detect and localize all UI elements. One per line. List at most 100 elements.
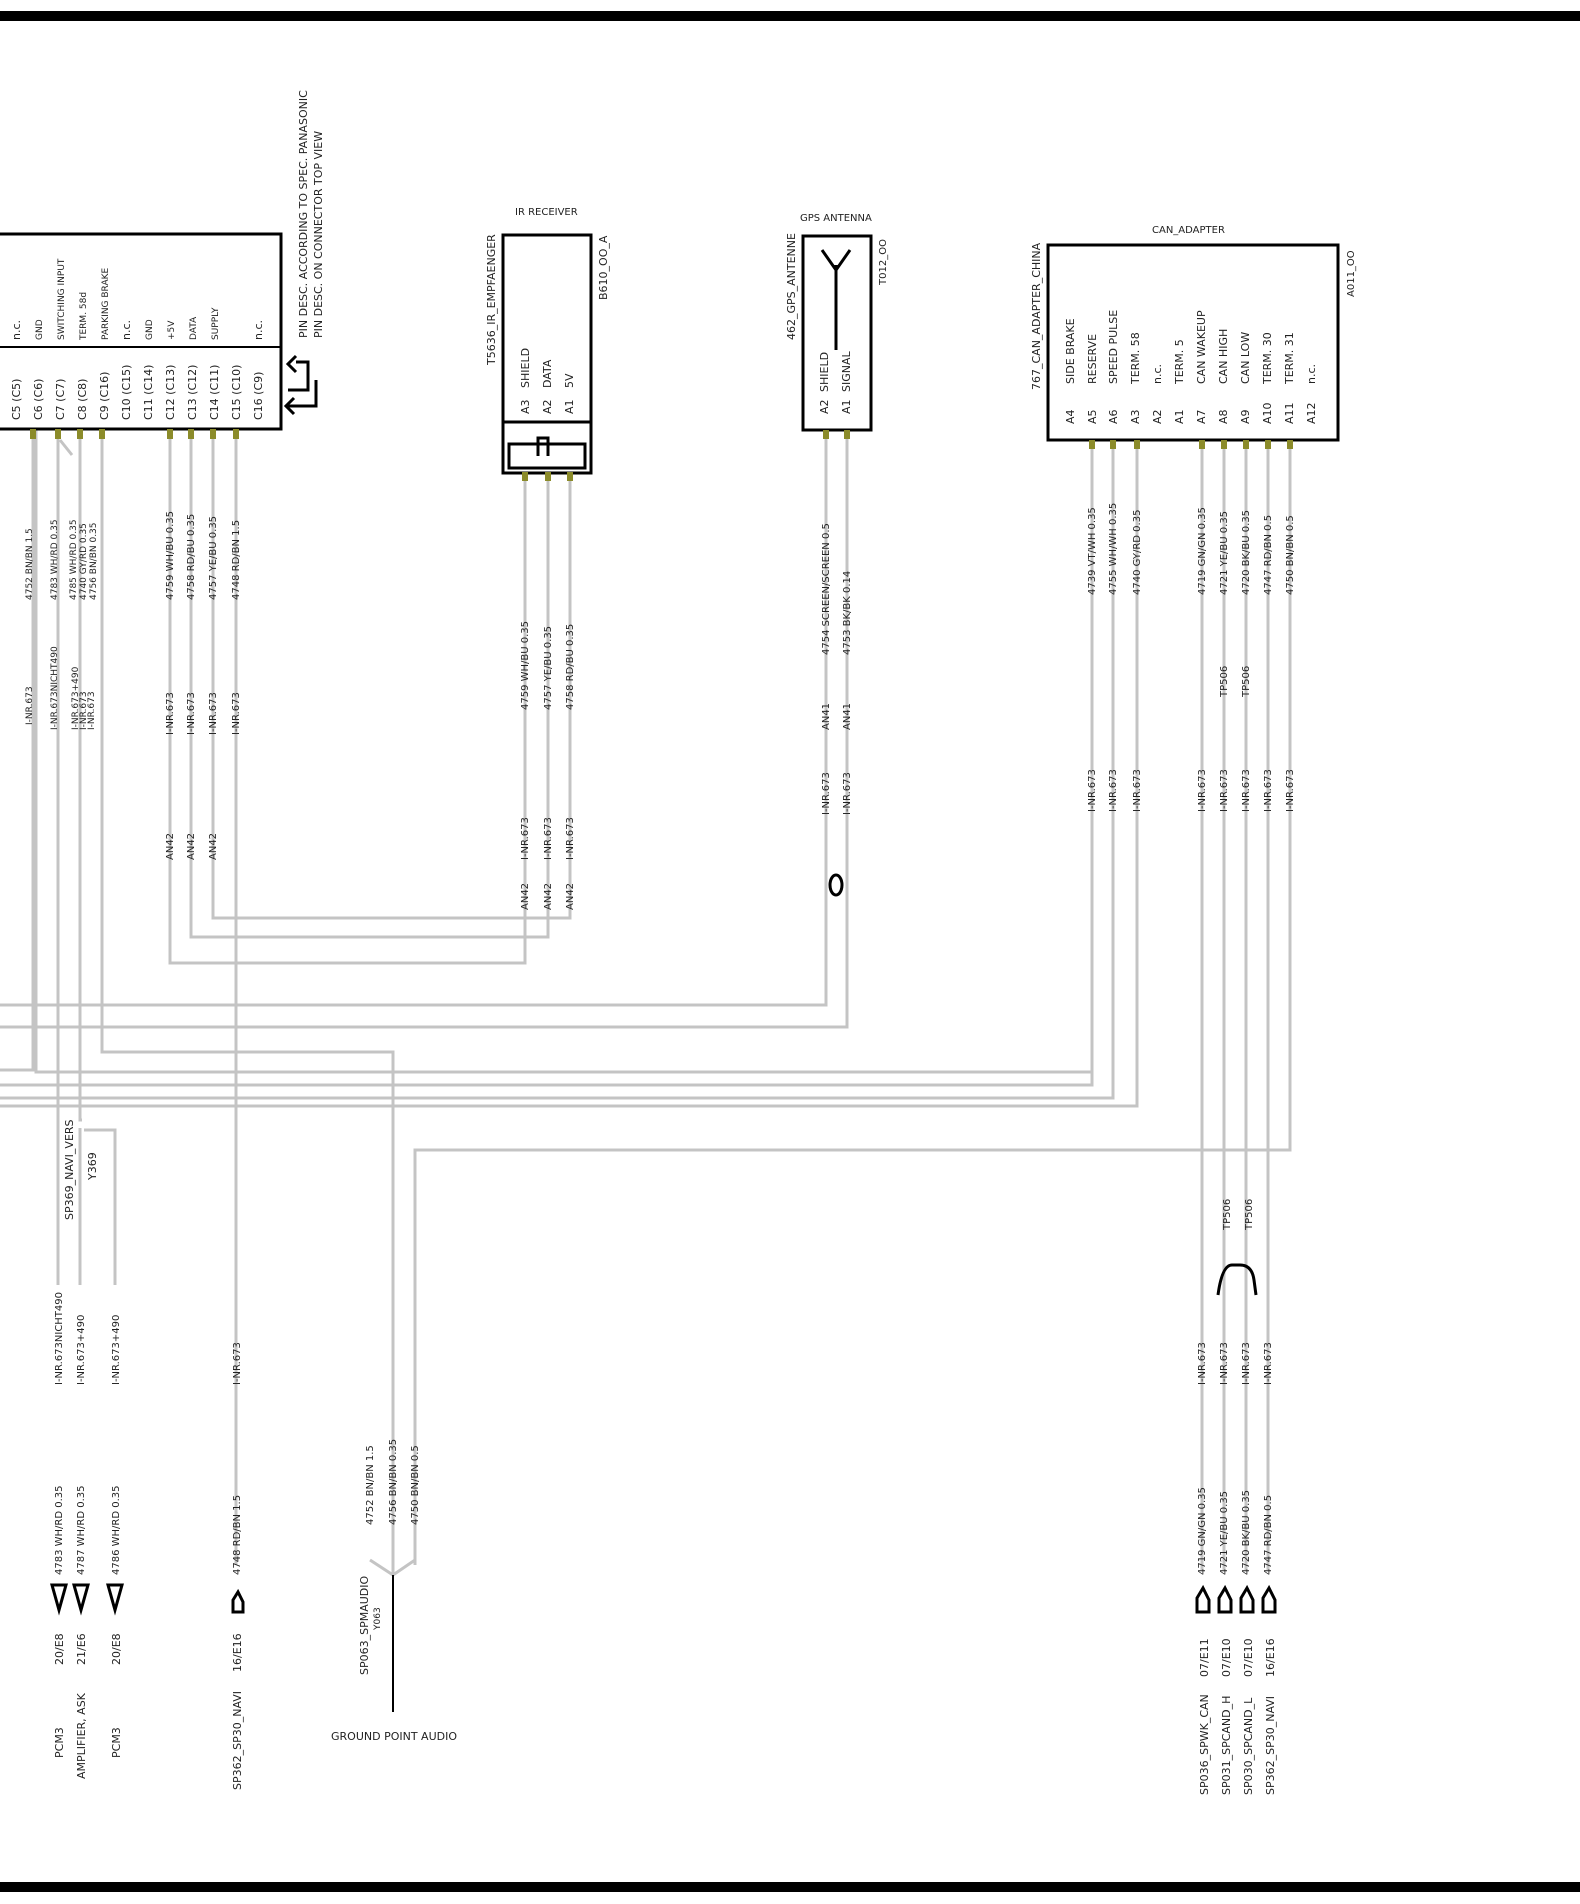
ecu-an-3: AN42 bbox=[208, 833, 219, 860]
gps-pin-2: A1 bbox=[840, 399, 853, 414]
wires bbox=[0, 430, 1292, 1577]
can-pin-7: A7 bbox=[1195, 409, 1208, 424]
bottom-left-connections: I-NR.673NICHT490 I-NR.673+490 I-NR.673+4… bbox=[50, 1292, 245, 1790]
gps-pin-1: A2 bbox=[818, 399, 831, 414]
ir-code: B610_OO_A bbox=[597, 235, 610, 300]
can-pin-6: A1 bbox=[1173, 409, 1186, 424]
ground-label: GROUND POINT AUDIO bbox=[331, 1730, 457, 1743]
can-pin-9: A9 bbox=[1239, 409, 1252, 424]
can-func-7: CAN WAKEUP bbox=[1195, 310, 1208, 384]
ecu-pin-markers bbox=[30, 429, 239, 439]
ecu-pin-1: C5 (C5) bbox=[10, 379, 23, 420]
twisted-pair-marker bbox=[828, 873, 844, 897]
can-pin-1: A4 bbox=[1064, 409, 1077, 424]
br-ref-3: 07/E10 bbox=[1242, 1638, 1255, 1677]
ir-wire-2: 4757 YE/BU 0.35 bbox=[543, 626, 554, 710]
can-func-4: TERM. 58 bbox=[1129, 332, 1142, 385]
can-adapter-connector: CAN_ADAPTER 767_CAN_ADAPTER_CHINA A011_O… bbox=[1030, 225, 1357, 812]
gps-wire-2: 4753 BK/BK 0.14 bbox=[842, 571, 853, 655]
ir-title: IR RECEIVER bbox=[515, 207, 578, 218]
ecu-inr-3: I-NR.673+490 bbox=[71, 666, 81, 730]
ecu-pin-8: C12 (C13) bbox=[164, 365, 177, 420]
can-wire-3: 4740 GY/RD 0.35 bbox=[1132, 510, 1143, 595]
ecu-pin-11: C15 (C10) bbox=[230, 365, 243, 420]
ecu-func-8: +5V bbox=[167, 320, 177, 340]
ecu-inr-2: I-NR.673NICHT490 bbox=[50, 646, 60, 730]
gps-antenna-connector: GPS ANTENNA 462_GPS_ANTENNE T012_OO A2 A… bbox=[785, 213, 889, 897]
ir-an-1: AN42 bbox=[520, 883, 531, 910]
ir-pin-3: A1 bbox=[563, 399, 576, 414]
ecu-an-1: AN42 bbox=[165, 833, 176, 860]
ecu-wire-label-1: 4752 BN/BN 1.5 bbox=[25, 528, 35, 600]
bl-ref-2: 21/E6 bbox=[75, 1633, 88, 1665]
ecu-func-4: TERM. 58d bbox=[79, 292, 89, 341]
can-func-5: n.c. bbox=[1151, 364, 1164, 384]
ecu-pin-6: C10 (C15) bbox=[120, 365, 133, 420]
bl-inr-1: I-NR.673NICHT490 bbox=[54, 1292, 65, 1385]
gps-an-2: AN41 bbox=[842, 703, 853, 730]
ecu-an-2: AN42 bbox=[186, 833, 197, 860]
can-func-11: TERM. 31 bbox=[1283, 332, 1296, 385]
ir-pin-1: A3 bbox=[519, 399, 532, 414]
can-title: CAN_ADAPTER bbox=[1152, 225, 1225, 236]
splice-name: SP369_NAVI_VERS bbox=[63, 1119, 76, 1220]
ecu-wire-label-4: 4740 GY/RD 0.35 bbox=[79, 523, 89, 600]
can-inr-3: I-NR.673 bbox=[1132, 769, 1143, 812]
ecu-connector: C5 (C5) C6 (C6) C7 (C7) C8 (C8) C9 (C16)… bbox=[0, 90, 325, 439]
can-pin-3: A6 bbox=[1107, 409, 1120, 424]
can-inr-2: I-NR.673 bbox=[1108, 769, 1119, 812]
can-wire-7: 4747 RD/BN 0.5 bbox=[1263, 515, 1274, 595]
bl-inr-3: I-NR.673+490 bbox=[111, 1315, 122, 1385]
can-tp-2: TP506 bbox=[1241, 666, 1252, 698]
ir-inr-3: I-NR.673 bbox=[565, 817, 576, 860]
bottom-right-connections: TP506 TP506 I-NR.673 I-NR.673 I-NR.673 I… bbox=[1195, 1199, 1277, 1795]
ecu-wire-labels: 4752 BN/BN 1.5 4783 WH/RD 0.35 4785 WH/R… bbox=[25, 511, 242, 860]
br-target-2: SP031_SPCAND_H bbox=[1220, 1696, 1233, 1795]
can-pin-2: A5 bbox=[1086, 409, 1099, 424]
bl-target-4: SP362_SP30_NAVI bbox=[231, 1691, 244, 1790]
br-tp-2: TP506 bbox=[1244, 1199, 1255, 1231]
gps-func-1: SHIELD bbox=[818, 352, 831, 392]
can-pin-8: A8 bbox=[1217, 409, 1230, 424]
ground-point-audio: 4752 BN/BN 1.5 4756 BN/BN 0.35 4750 BN/B… bbox=[331, 1439, 457, 1743]
can-func-6: TERM. 5 bbox=[1173, 339, 1186, 385]
can-func-9: CAN LOW bbox=[1239, 332, 1252, 384]
ecu-inr-1: I-NR.673 bbox=[25, 686, 35, 725]
can-func-3: SPEED PULSE bbox=[1107, 310, 1120, 384]
br-inr-2: I-NR.673 bbox=[1219, 1342, 1230, 1385]
ground-wire-2: 4756 BN/BN 0.35 bbox=[388, 1439, 399, 1525]
can-wire-4: 4719 GN/GN 0.35 bbox=[1197, 507, 1208, 595]
gps-an-1: AN41 bbox=[821, 703, 832, 730]
br-inr-3: I-NR.673 bbox=[1241, 1342, 1252, 1385]
ecu-pin-2: C6 (C6) bbox=[32, 379, 45, 420]
can-func-1: SIDE BRAKE bbox=[1064, 318, 1077, 384]
ir-an-2: AN42 bbox=[543, 883, 554, 910]
ecu-func-10: SUPPLY bbox=[211, 307, 221, 340]
ir-wire-3: 4758 RD/BU 0.35 bbox=[565, 624, 576, 710]
can-inr-7: I-NR.673 bbox=[1263, 769, 1274, 812]
br-wire-4: 4747 RD/BN 0.5 bbox=[1263, 1495, 1274, 1575]
ground-code: Y063 bbox=[373, 1607, 383, 1631]
gps-func-2: SIGNAL bbox=[840, 350, 853, 392]
ecu-func-1: n.c. bbox=[10, 320, 23, 340]
can-wire-8: 4750 BN/BN 0.5 bbox=[1285, 515, 1296, 595]
pin-desc-note-1: PIN DESC. ACCORDING TO SPEC. PANASONIC bbox=[297, 90, 310, 338]
bl-wire-1: 4783 WH/RD 0.35 bbox=[54, 1486, 65, 1576]
ecu-func-7: GND bbox=[145, 319, 155, 340]
ecu-wire-label-8: 4757 YE/BU 0.35 bbox=[208, 516, 219, 600]
can-inr-8: I-NR.673 bbox=[1285, 769, 1296, 812]
ecu-pin-3: C7 (C7) bbox=[54, 379, 67, 420]
ecu-pin-4: C8 (C8) bbox=[76, 379, 89, 420]
bl-target-3: PCM3 bbox=[110, 1727, 123, 1758]
ecu-wire-label-9: 4748 RD/BN 1.5 bbox=[231, 520, 242, 600]
connector-terminal-icons bbox=[50, 1583, 245, 1616]
ecu-inr-4: I-NR.673 bbox=[79, 691, 89, 730]
br-inr-1: I-NR.673 bbox=[1197, 1342, 1208, 1385]
can-pin-10: A10 bbox=[1261, 402, 1274, 424]
ecu-func-11: n.c. bbox=[252, 320, 265, 340]
ecu-inr-main-1: I-NR.673 bbox=[165, 692, 176, 735]
ecu-wire-label-3: 4785 WH/RD 0.35 bbox=[69, 519, 79, 600]
ir-pin-2: A2 bbox=[541, 399, 554, 414]
ecu-wire-label-5: 4756 BN/BN 0.35 bbox=[89, 522, 99, 600]
ecu-wire-label-7: 4758 RD/BU 0.35 bbox=[186, 514, 197, 600]
